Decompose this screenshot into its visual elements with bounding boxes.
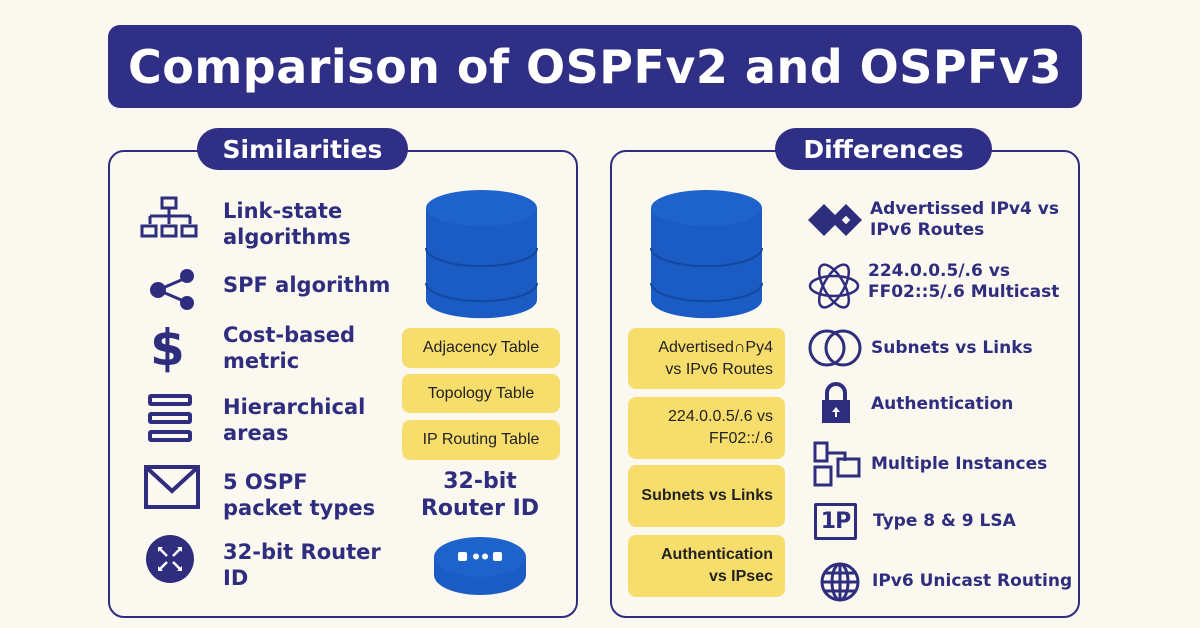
diff-item-subnets: Subnets vs Links	[871, 338, 1033, 358]
diff-box-subnets: Subnets vs Links	[628, 465, 785, 527]
item-hierarchical: Hierarchical areas	[223, 395, 366, 445]
database-icon	[424, 188, 539, 324]
database-icon	[649, 188, 764, 324]
item-link-state: Link-state algorithms	[223, 199, 351, 249]
diff-item-unicast: IPv6 Unicast Routing	[872, 571, 1073, 591]
page-title: Comparison of OSPFv2 and OSPFv3	[108, 25, 1082, 108]
adjacency-table-box: Adjacency Table	[402, 328, 560, 368]
item-cost: Cost-based metric	[223, 323, 356, 373]
dollar-icon: $	[150, 319, 185, 377]
item-packet-types: 5 OSPF packet types	[223, 470, 376, 520]
envelope-icon	[144, 465, 200, 509]
diff-item-multicast: 224.0.0.5/.6 vs FF02::5/.6 Multicast	[868, 261, 1060, 302]
lock-icon	[821, 382, 851, 424]
globe-icon	[820, 562, 860, 602]
hierarchy-icon	[140, 196, 200, 246]
topology-table-box: Topology Table	[402, 374, 560, 413]
similarities-heading: Similarities	[197, 128, 408, 170]
differences-heading: Differences	[775, 128, 992, 170]
item-spf: SPF algorithm	[223, 273, 391, 297]
share-nodes-icon	[148, 268, 198, 310]
item-router-id: 32-bit Router ID	[223, 540, 381, 590]
rings-icon	[808, 328, 862, 368]
diamonds-icon	[806, 202, 864, 238]
folders-icon	[813, 441, 861, 487]
diff-box-auth: Authentication vs IPsec	[628, 535, 785, 597]
lsa-badge-icon: 1P	[814, 503, 857, 540]
diff-box-multicast: 224.0.0.5/.6 vs FF02::/.6	[628, 397, 785, 459]
atom-icon	[808, 258, 860, 314]
router-icon	[146, 535, 194, 583]
router-id-label: 32-bit Router ID	[420, 469, 540, 521]
diff-item-routes: Advertissed IPv4 vs IPv6 Routes	[870, 199, 1059, 240]
diff-item-authentication: Authentication	[871, 394, 1014, 414]
routing-table-box: IP Routing Table	[402, 420, 560, 460]
stacked-bars-icon	[147, 393, 193, 443]
diff-box-routes: Advertised∩Py4 vs IPv6 Routes	[628, 328, 785, 389]
diff-item-instances: Multiple Instances	[871, 454, 1048, 474]
router-device-icon	[432, 535, 528, 601]
diff-item-lsa: Type 8 & 9 LSA	[873, 511, 1016, 531]
